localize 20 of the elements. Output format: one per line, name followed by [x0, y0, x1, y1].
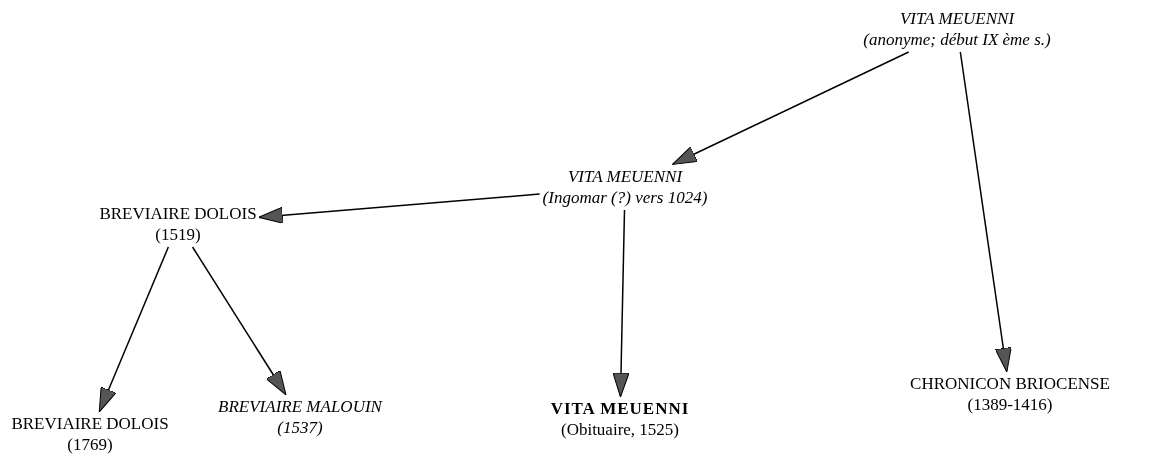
source-title: BREVIAIRE MALOUIN	[218, 396, 382, 417]
arrow	[959, 51, 1012, 373]
arrow	[612, 209, 630, 398]
source-details: (Obituaire, 1525)	[560, 419, 680, 440]
arrow	[671, 51, 910, 165]
source-title: BREVIAIRE DOLOIS	[99, 203, 257, 224]
source-title: VITA MEUENNI	[566, 166, 684, 187]
source-title: VITA MEUENNI	[898, 8, 1016, 29]
source-title: CHRONICON BRIOCENSE	[910, 373, 1110, 394]
source-details: (1537)	[276, 417, 324, 438]
source-title: BREVIAIRE DOLOIS	[11, 413, 169, 434]
source-details: (1519)	[154, 224, 202, 245]
source-details: (1389-1416)	[966, 394, 1054, 415]
source-details: (anonyme; début IX ème s.)	[863, 29, 1051, 50]
source-details: (Ingomar (?) vers 1024)	[542, 187, 708, 208]
arrow	[98, 246, 170, 413]
source-title: VITA MEUENNI	[550, 398, 690, 419]
arrow	[191, 246, 287, 396]
source-details: (1769)	[66, 434, 114, 455]
arrow	[258, 193, 541, 224]
